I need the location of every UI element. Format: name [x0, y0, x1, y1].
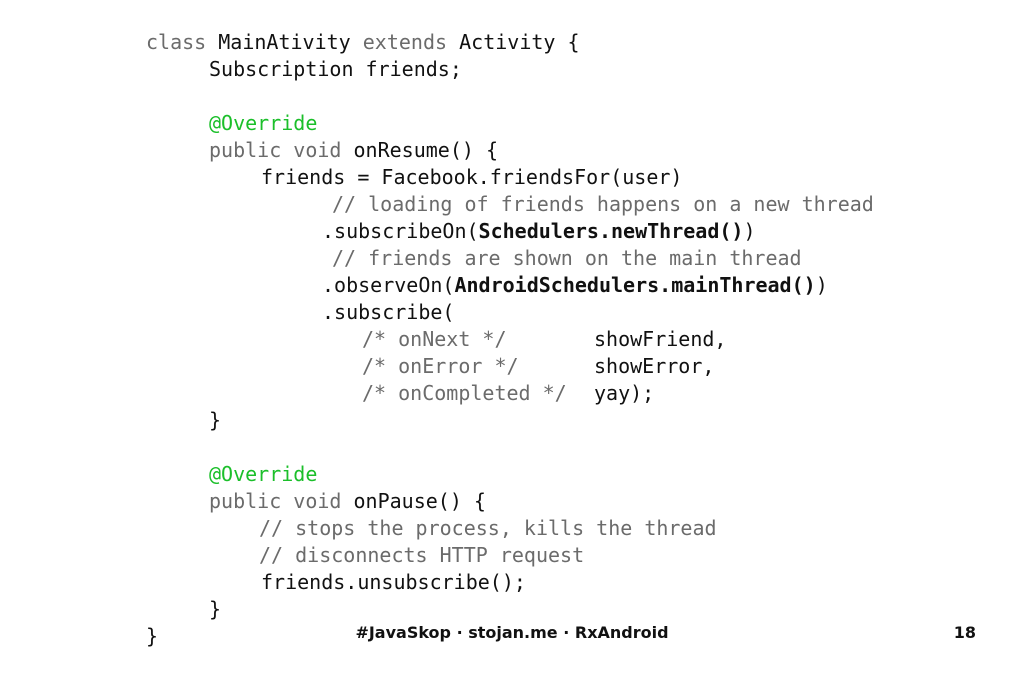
method-call: .observeOn(: [322, 273, 455, 297]
subscribe-arg-comment: /* onError */: [362, 354, 519, 378]
keyword-public-void: public void: [209, 138, 342, 162]
superclass-name: Activity {: [459, 30, 580, 54]
code-line-class-declaration: class MainAtivity extends Activity {: [146, 29, 580, 56]
code-line-onresume-signature: public void onResume() {: [209, 137, 498, 164]
subscribe-arg-comment: /* onCompleted */: [362, 381, 567, 405]
code-line-observeon: .observeOn(AndroidSchedulers.mainThread(…: [322, 272, 828, 299]
code-line-field: Subscription friends;: [209, 57, 462, 81]
code-comment: // friends are shown on the main thread: [332, 246, 802, 270]
keyword-class: class: [146, 30, 207, 54]
override-annotation: @Override: [209, 462, 318, 486]
override-annotation: @Override: [209, 111, 318, 135]
class-name: MainAtivity: [218, 30, 351, 54]
subscribe-arg-value: yay);: [594, 381, 655, 405]
subscribe-arg-value: showError,: [594, 354, 715, 378]
closing-brace: }: [209, 597, 222, 621]
code-line-unsubscribe: friends.unsubscribe();: [261, 570, 526, 594]
closing-brace: }: [146, 624, 159, 648]
code-comment: // disconnects HTTP request: [259, 543, 585, 567]
keyword-public-void: public void: [209, 489, 342, 513]
code-comment: // stops the process, kills the thread: [259, 516, 717, 540]
method-name: onPause() {: [353, 489, 486, 513]
closing-paren: ): [743, 219, 756, 243]
slide-footer: #JavaSkop · stojan.me · RxAndroid 18: [0, 621, 1024, 651]
code-line-subscribeon: .subscribeOn(Schedulers.newThread()): [322, 218, 756, 245]
page-number: 18: [953, 623, 976, 642]
code-line-subscribe: .subscribe(: [322, 300, 455, 324]
method-call: .subscribeOn(: [322, 219, 479, 243]
subscribe-arg-comment: /* onNext */: [362, 327, 507, 351]
footer-text: #JavaSkop · stojan.me · RxAndroid: [355, 623, 669, 642]
keyword-extends: extends: [362, 30, 448, 54]
closing-brace: }: [209, 408, 222, 432]
subscribe-arg-value: showFriend,: [594, 327, 727, 351]
method-name: onResume() {: [353, 138, 499, 162]
closing-paren: ): [815, 273, 828, 297]
code-comment: // loading of friends happens on a new t…: [332, 192, 874, 216]
scheduler-call: AndroidSchedulers.mainThread(): [454, 273, 816, 297]
code-line-onpause-signature: public void onPause() {: [209, 488, 486, 515]
scheduler-call: Schedulers.newThread(): [478, 219, 744, 243]
code-line-assignment: friends = Facebook.friendsFor(user): [261, 165, 683, 189]
